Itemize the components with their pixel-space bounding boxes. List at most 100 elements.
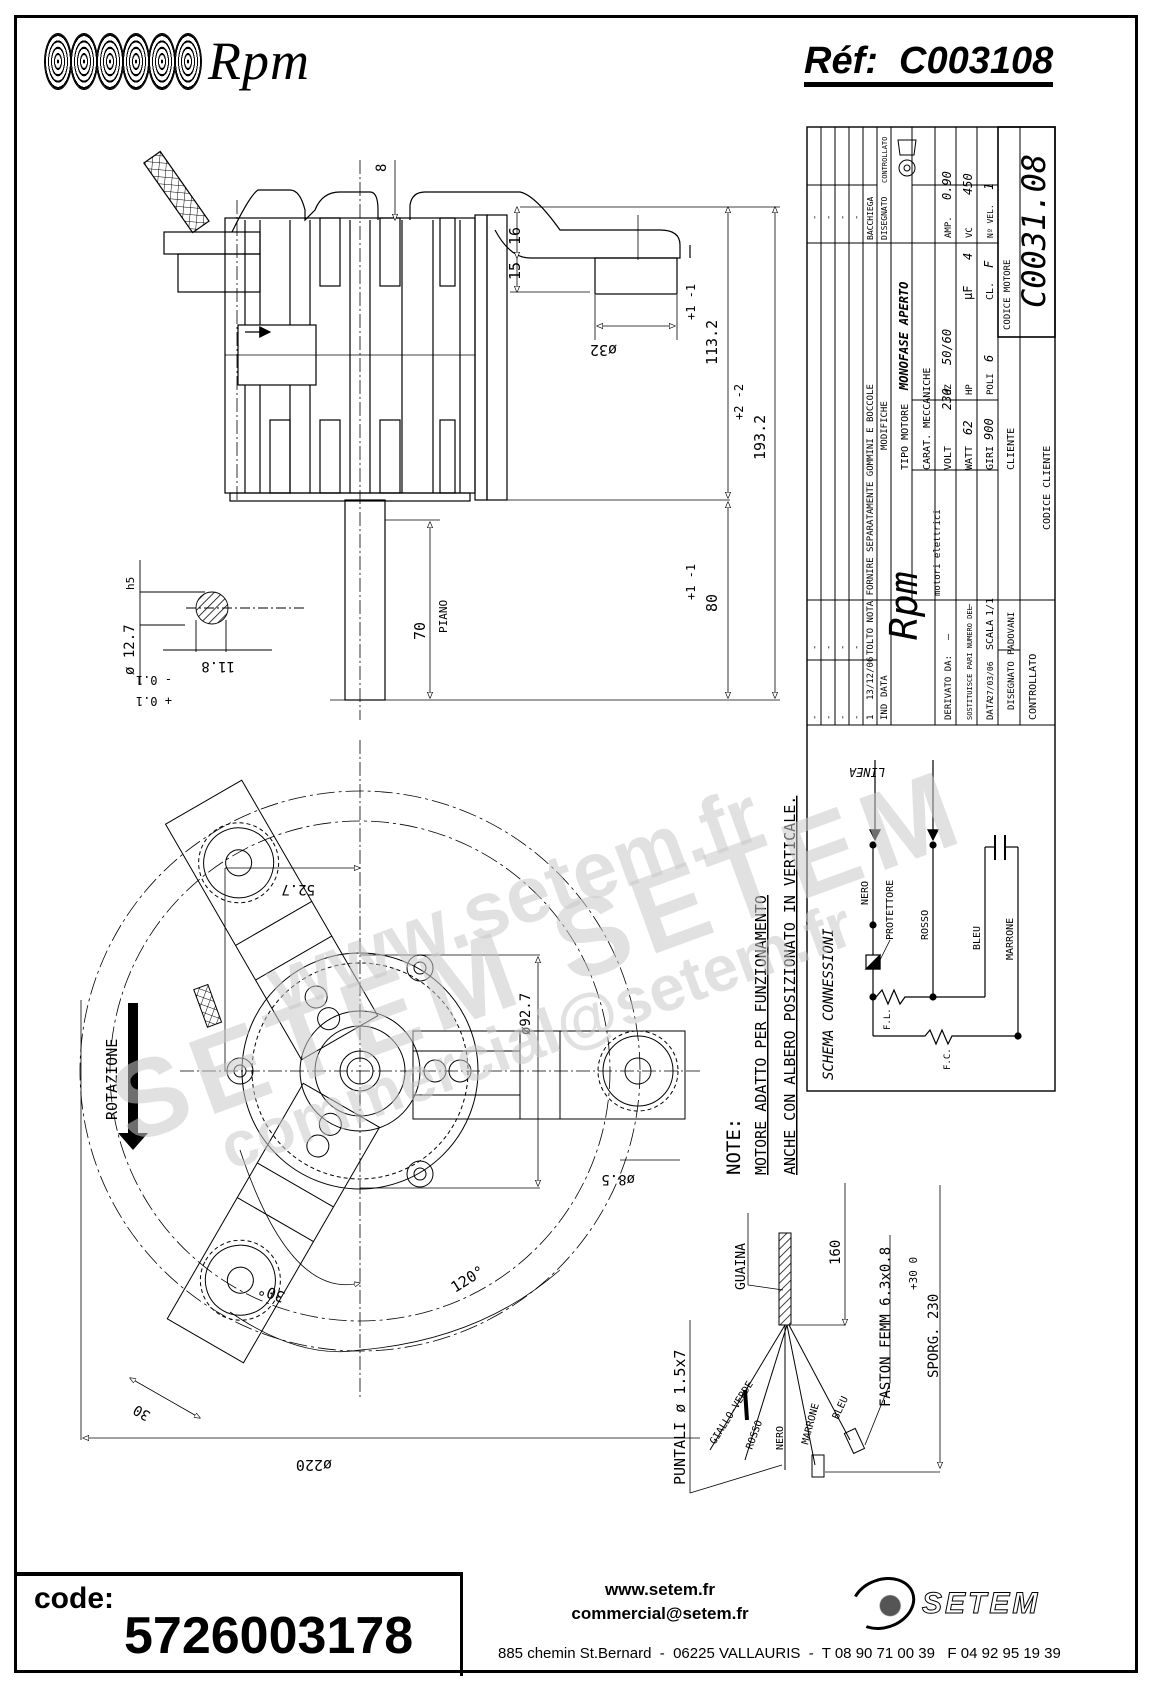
svg-text:1: 1 <box>866 715 876 720</box>
svg-text:ø32: ø32 <box>590 341 617 359</box>
svg-text:CODICE CLIENTE: CODICE CLIENTE <box>1042 446 1053 530</box>
setem-logo: SETEM <box>843 1568 1040 1639</box>
svg-text:-: - <box>810 215 820 220</box>
svg-text:+1 -1: +1 -1 <box>684 284 698 320</box>
svg-text:-: - <box>838 715 848 720</box>
title-block-text: - - - - - - - - - - - - 1 13/12/06 TOLTO… <box>810 137 1053 720</box>
svg-text:LINEA: LINEA <box>849 765 885 779</box>
svg-text:F.C.: F.C. <box>943 1048 953 1070</box>
svg-text:ø92.7: ø92.7 <box>518 993 534 1035</box>
svg-text:NOTE:: NOTE: <box>723 1118 745 1175</box>
product-code-box: code: 5726003178 <box>14 1572 463 1676</box>
svg-text:-: - <box>824 215 834 220</box>
drawing-frame <box>14 15 1138 1673</box>
svg-text:+ 0.1: + 0.1 <box>136 694 172 708</box>
svg-text:62: 62 <box>961 421 975 435</box>
code-value: 5726003178 <box>124 1607 414 1665</box>
svg-text:ø8.5: ø8.5 <box>601 1171 635 1187</box>
svg-text:4: 4 <box>961 253 975 260</box>
svg-text:DERIVATO DA:: DERIVATO DA: <box>944 655 954 720</box>
svg-text:SCHEMA CONNESSIONI: SCHEMA CONNESSIONI <box>821 928 837 1080</box>
svg-text:BLEU: BLEU <box>972 926 983 950</box>
svg-text:52.7: 52.7 <box>281 881 315 897</box>
svg-text:+1 -1: +1 -1 <box>684 564 698 600</box>
svg-text:NERO: NERO <box>860 881 871 905</box>
svg-text:193.2: 193.2 <box>751 415 769 460</box>
svg-text:27/03/06: 27/03/06 <box>986 661 995 700</box>
svg-text:TOLTO NOTA FORNIRE SEPARATAMEN: TOLTO NOTA FORNIRE SEPARATAMENTE GOMMINI… <box>866 384 876 655</box>
svg-text:1: 1 <box>982 183 996 190</box>
svg-text:PIANO: PIANO <box>437 600 450 633</box>
svg-text:-: - <box>838 645 848 650</box>
svg-text:Rpm: Rpm <box>882 571 926 640</box>
svg-text:30°: 30° <box>256 1280 288 1306</box>
side-view <box>143 150 780 720</box>
svg-text:PROTETTORE: PROTETTORE <box>885 880 896 940</box>
notes: NOTE: MOTORE ADATTO PER FUNZIONAMENTO AN… <box>723 796 799 1175</box>
svg-text:motori elettrici: motori elettrici <box>933 509 943 596</box>
svg-text:120°: 120° <box>448 1262 488 1296</box>
svg-text:30: 30 <box>131 1401 154 1423</box>
svg-text:ROSSO: ROSSO <box>744 1419 765 1451</box>
svg-text:SPORG. 230: SPORG. 230 <box>926 1294 942 1378</box>
svg-text:GUAINA: GUAINA <box>734 1243 749 1290</box>
svg-text:+2 -2: +2 -2 <box>732 384 746 420</box>
svg-text:BACCHIEGA: BACCHIEGA <box>866 196 875 240</box>
svg-text:—: — <box>943 633 954 640</box>
svg-text:0.90: 0.90 <box>940 171 954 200</box>
brand-name: Rpm <box>208 31 310 91</box>
svg-text:CLIENTE: CLIENTE <box>1006 428 1017 470</box>
svg-text:11.8: 11.8 <box>201 658 235 674</box>
svg-text:MONOFASE APERTO: MONOFASE APERTO <box>897 282 911 391</box>
svg-text:-: - <box>810 645 820 650</box>
code-label: code: <box>34 1582 115 1615</box>
svg-text:PADOVANI: PADOVANI <box>1007 612 1017 655</box>
svg-text:-: - <box>852 645 862 650</box>
connection-schema-labels: LINEA NERO PROTETTORE ROSSO BLEU MARRONE… <box>821 765 1016 1080</box>
svg-text:ROTAZIONE: ROTAZIONE <box>103 1039 121 1120</box>
svg-text:ø 12.7: ø 12.7 <box>122 624 138 675</box>
svg-text:µF: µF <box>961 286 975 300</box>
shaft-section <box>139 560 305 685</box>
company-address: 885 chemin St.Bernard - 06225 VALLAURIS … <box>498 1645 1061 1662</box>
website-link[interactable]: www.setem.fr <box>605 1580 715 1599</box>
svg-text:1/1: 1/1 <box>985 598 996 616</box>
svg-text:DATA: DATA <box>880 675 890 697</box>
cable-assembly <box>689 1183 940 1494</box>
svg-text:VC: VC <box>965 227 975 238</box>
svg-text:F.L.: F.L. <box>883 1008 893 1030</box>
shaft-dimensions: ø 12.7 h5 11.8 - 0.1 + 0.1 <box>122 577 235 708</box>
svg-text:CL.: CL. <box>985 282 996 300</box>
svg-text:15: 15 <box>506 262 524 280</box>
svg-text:SOSTITUISCE PARI NUMERO DEL: SOSTITUISCE PARI NUMERO DEL <box>966 606 974 720</box>
svg-text:F: F <box>982 260 996 268</box>
front-view <box>79 740 700 1440</box>
svg-text:-: - <box>810 715 820 720</box>
svg-text:IND: IND <box>880 704 890 720</box>
svg-text:FASTON FEMM 6.3x0.8: FASTON FEMM 6.3x0.8 <box>878 1247 894 1407</box>
svg-text:8: 8 <box>374 164 390 172</box>
svg-text:900: 900 <box>982 418 996 440</box>
svg-text:POLI: POLI <box>986 373 996 395</box>
svg-text:ROSSO: ROSSO <box>920 910 931 940</box>
svg-text:VOLT: VOLT <box>943 446 954 470</box>
svg-text:PUNTALI ø 1.5x7: PUNTALI ø 1.5x7 <box>671 1350 689 1485</box>
svg-text:CARAT. MECCANICHE: CARAT. MECCANICHE <box>922 368 933 470</box>
email-link[interactable]: commercial@setem.fr <box>571 1604 749 1623</box>
svg-text:450: 450 <box>961 173 975 195</box>
svg-text:C0031.08: C0031.08 <box>1015 154 1053 308</box>
svg-text:ø220: ø220 <box>296 1456 332 1474</box>
svg-text:—: — <box>964 603 975 610</box>
svg-text:CODICE MOTORE: CODICE MOTORE <box>1003 260 1013 330</box>
svg-text:80: 80 <box>703 594 721 612</box>
svg-text:50/60: 50/60 <box>940 329 954 365</box>
svg-text:16: 16 <box>506 227 524 245</box>
svg-text:CONTROLLATO: CONTROLLATO <box>881 137 889 183</box>
svg-text:AMP.: AMP. <box>944 216 954 238</box>
svg-text:SCALA: SCALA <box>985 620 996 650</box>
contact-info: www.setem.fr commercial@setem.fr <box>520 1578 800 1626</box>
svg-text:GIRI: GIRI <box>985 446 996 470</box>
svg-text:MOTORE ADATTO PER FUNZIONAMENT: MOTORE ADATTO PER FUNZIONAMENTO <box>752 895 770 1175</box>
svg-text:- 0.1: - 0.1 <box>136 673 172 687</box>
